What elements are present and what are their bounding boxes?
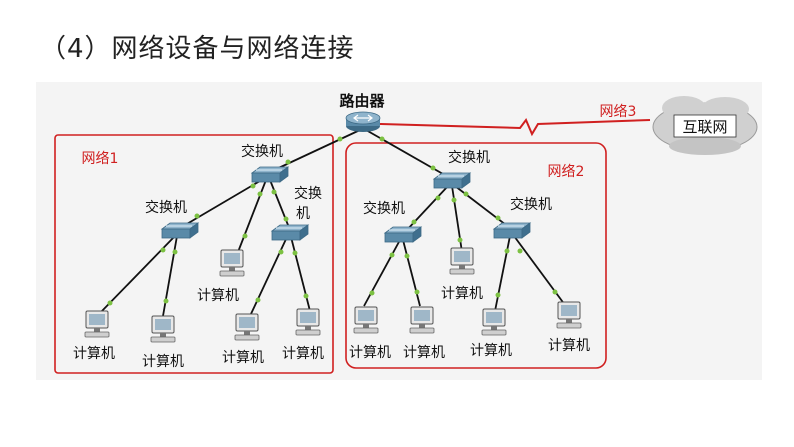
computer-icon <box>449 247 475 275</box>
network1-label: 网络1 <box>82 151 119 167</box>
switch-label: 交换机 <box>363 200 405 217</box>
computer-label: 计算机 <box>441 286 483 302</box>
port-dots <box>107 136 558 306</box>
computer-icon <box>150 315 176 343</box>
switch-icon-n1-left <box>161 222 199 239</box>
internet-label: 互联网 <box>682 118 727 136</box>
computer-label: 计算机 <box>470 343 512 359</box>
computer-icon <box>84 310 110 338</box>
switch-label-split-bottom: 机 <box>296 206 310 222</box>
switch-icon-n1-right <box>271 224 309 241</box>
switch-icon-n2-left <box>384 226 422 243</box>
computer-icon <box>481 308 507 336</box>
router-icon <box>345 111 381 132</box>
network2-border <box>345 142 607 369</box>
computer-icon <box>353 306 379 334</box>
computer-label: 计算机 <box>403 345 445 361</box>
page-title: （4）网络设备与网络连接 <box>40 34 355 64</box>
router-label: 路由器 <box>339 92 385 110</box>
switch-label-split-top: 交换 <box>294 185 322 202</box>
computer-icon <box>295 308 321 336</box>
internet-cloud-icon <box>652 96 758 155</box>
computer-icon <box>409 306 435 334</box>
network1-border <box>54 134 334 374</box>
computer-label: 计算机 <box>548 338 590 354</box>
switch-label: 交换机 <box>241 143 283 160</box>
switch-label: 交换机 <box>145 199 187 216</box>
computer-label: 计算机 <box>73 346 115 362</box>
computer-label: 计算机 <box>222 350 264 366</box>
switch-label: 交换机 <box>448 149 490 166</box>
wan-link <box>379 118 651 137</box>
computer-icon <box>556 301 582 329</box>
computer-icon <box>219 249 245 277</box>
switch-icon-n2-core <box>433 172 471 189</box>
switch-icon-n2-right <box>493 222 531 239</box>
switch-icon-n1-core <box>251 166 289 183</box>
network3-label: 网络3 <box>600 104 637 120</box>
switch-label: 交换机 <box>510 196 552 213</box>
computer-icon <box>234 313 260 341</box>
computer-label: 计算机 <box>142 354 184 370</box>
computer-label: 计算机 <box>197 288 239 304</box>
network2-label: 网络2 <box>548 164 585 180</box>
computer-label: 计算机 <box>282 346 324 362</box>
computer-label: 计算机 <box>349 345 391 361</box>
